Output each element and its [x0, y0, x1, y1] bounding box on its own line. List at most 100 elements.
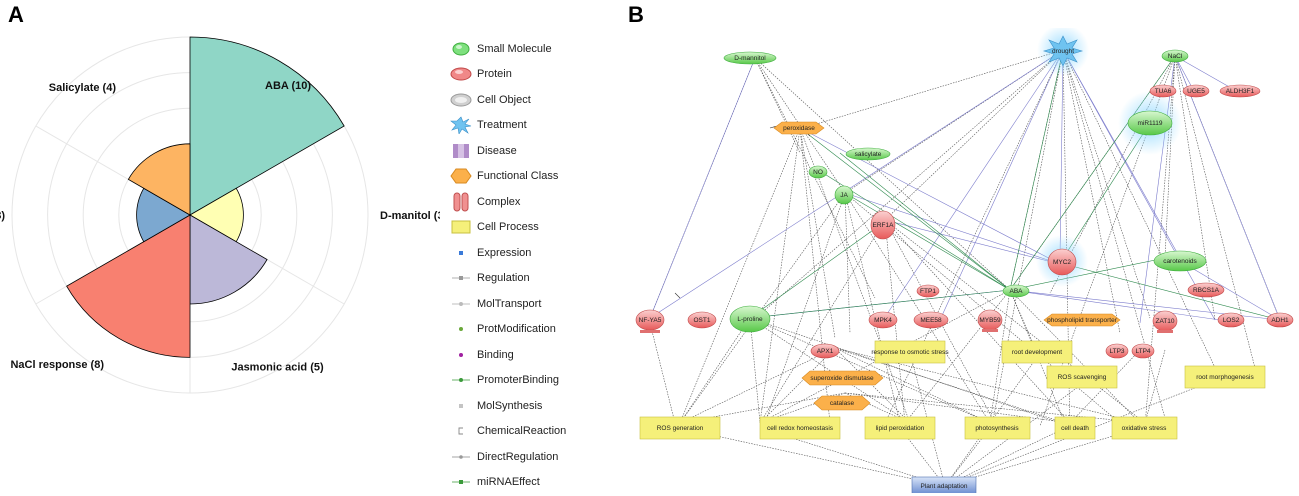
legend-label-chemicalreaction: ChemicalReaction — [477, 425, 567, 438]
legend-item-promoterbinding: PromoterBinding — [448, 368, 618, 394]
node-rbcs1a: RBCS1A — [1187, 282, 1225, 298]
label-response-to-osmotic-stress: response to osmotic stress — [871, 349, 949, 356]
label-nitric-oxide: Nitric oxide (3) — [0, 210, 5, 222]
node-myb59: MYB59 — [977, 309, 1003, 332]
label-erf1a: ERF1A — [873, 222, 895, 229]
label-adh1: ADH1 — [1271, 317, 1289, 324]
promoterbinding-icon — [448, 370, 474, 390]
treatment-icon — [448, 115, 474, 135]
label-uge5: UGE5 — [1187, 88, 1205, 95]
legend-label-cell-object: Cell Object — [477, 93, 531, 106]
legend-item-expression: Expression — [448, 240, 618, 266]
legend-item-cell-process: Cell Process — [448, 215, 618, 241]
node-no: NO — [808, 165, 828, 179]
legend-item-protmodification: ProtModification — [448, 317, 618, 343]
legend-label-molsynthesis: MolSynthesis — [477, 399, 543, 412]
node-mpk4: MPK4 — [868, 311, 898, 329]
node-nf-ya5: NF-YA5 — [635, 309, 665, 333]
node-myc2: MYC2 — [1047, 248, 1077, 276]
node-ja: JA — [834, 185, 854, 205]
node-root-morphogenesis: root morphogenesis — [1184, 365, 1266, 389]
legend-item-moltransport: MolTransport — [448, 291, 618, 317]
functional-class-icon — [448, 166, 474, 186]
label-ftp1: FTP1 — [920, 288, 936, 295]
legend-label-expression: Expression — [477, 246, 532, 259]
legend-label-protmodification: ProtModification — [477, 323, 556, 336]
legend-item-directregulation: DirectRegulation — [448, 444, 618, 470]
node-uge5: UGE5 — [1182, 84, 1210, 98]
label-root-development: root development — [1012, 349, 1062, 356]
label-salicylate: salicylate — [855, 151, 882, 158]
legend-label-directregulation: DirectRegulation — [477, 450, 559, 463]
directregulation-icon — [448, 447, 474, 467]
legend-item-mirnaeffect: miRNAEffect — [448, 470, 618, 496]
node-catalase: catalase — [813, 395, 871, 411]
label-zat10: ZAT10 — [1155, 318, 1174, 325]
label-catalase: catalase — [830, 400, 855, 407]
legend-label-small-molecule: Small Molecule — [477, 42, 552, 55]
label-d-mannitol: D-mannitol — [734, 55, 766, 62]
node-mee58: MEE58 — [913, 311, 949, 329]
legend-label-complex: Complex — [477, 195, 521, 208]
wedge-jasmonic-acid — [189, 214, 268, 305]
legend-label-moltransport: MolTransport — [477, 297, 542, 310]
legend-label-promoterbinding: PromoterBinding — [477, 374, 559, 387]
node-peroxidase: peroxidase — [773, 121, 825, 135]
label-phospholipid-transporter: phospholipid transporter — [1047, 317, 1118, 324]
complex-icon — [448, 192, 474, 212]
node-aba: ABA — [1002, 284, 1030, 298]
node-cell-death: cell death — [1054, 416, 1096, 440]
expression-icon — [448, 243, 474, 263]
label-cell-death: cell death — [1061, 425, 1089, 432]
label-carotenoids: carotenoids — [1163, 258, 1197, 265]
label-los2: LOS2 — [1223, 317, 1240, 324]
node-adh1: ADH1 — [1266, 312, 1294, 328]
label-superoxide-dismutase: superoxide dismutase — [810, 375, 874, 382]
label-d-manitol: D-manitol (3) — [380, 210, 440, 222]
node-los2: LOS2 — [1217, 312, 1245, 328]
label-ros-scavenging: ROS scavenging — [1058, 374, 1107, 381]
node-root-development: root development — [1001, 340, 1073, 364]
legend-item-cell-object: Cell Object — [448, 87, 618, 113]
node-carotenoids: carotenoids — [1153, 250, 1207, 272]
label-jasmonic-acid: Jasmonic acid (5) — [231, 362, 324, 374]
wedge-aba — [189, 36, 345, 216]
wedge-salicylate — [127, 143, 191, 216]
node-response-to-osmotic-stress: response to osmotic stress — [871, 340, 949, 364]
label-ltp3: LTP3 — [1109, 348, 1124, 355]
label-rbcs1a: RBCS1A — [1193, 287, 1220, 294]
node-lipid-peroxidation: lipid peroxidation — [864, 416, 936, 440]
node-phospholipid-transporter: phospholipid transporter — [1043, 313, 1121, 327]
node-superoxide-dismutase: superoxide dismutase — [801, 370, 884, 386]
node-drought: drought — [1042, 35, 1084, 67]
legend-label-disease: Disease — [477, 144, 517, 157]
node-l-proline: L-proline — [729, 305, 771, 333]
cell-object-icon — [448, 90, 474, 110]
label-tua6: TUA6 — [1155, 88, 1172, 95]
label-mpk4: MPK4 — [874, 317, 892, 324]
wedge-d-manitol — [189, 187, 244, 243]
label-no: NO — [813, 169, 823, 176]
label-ja: JA — [840, 192, 848, 199]
label-mee58: MEE58 — [920, 317, 942, 324]
label-l-proline: L-proline — [737, 316, 763, 323]
node-nacl: NaCl — [1161, 49, 1189, 63]
label-myb59: MYB59 — [979, 317, 1001, 324]
node-aldh3f1: ALDH3F1 — [1219, 84, 1261, 98]
legend-label-protein: Protein — [477, 68, 512, 81]
node-oxidative-stress: oxidative stress — [1111, 416, 1178, 440]
polar-area-chart: ABA (10)D-manitol (3)Jasmonic acid (5)Na… — [0, 36, 440, 394]
wedge-nitric-oxide — [136, 187, 191, 243]
label-lipid-peroxidation: lipid peroxidation — [876, 425, 925, 432]
label-root-morphogenesis: root morphogenesis — [1196, 374, 1254, 381]
legend-label-binding: Binding — [477, 348, 514, 361]
label-mir1119: miR1119 — [1137, 120, 1162, 127]
legend-item-molsynthesis: MolSynthesis — [448, 393, 618, 419]
node-photosynthesis: photosynthesis — [964, 416, 1031, 440]
cell-process-icon — [448, 217, 474, 237]
molsynthesis-icon — [448, 396, 474, 416]
moltransport-icon — [448, 294, 474, 314]
network-legend: Small Molecule Protein Cell Object Treat… — [448, 36, 618, 495]
panel-a-label: A — [8, 2, 24, 27]
legend-item-treatment: Treatment — [448, 113, 618, 139]
